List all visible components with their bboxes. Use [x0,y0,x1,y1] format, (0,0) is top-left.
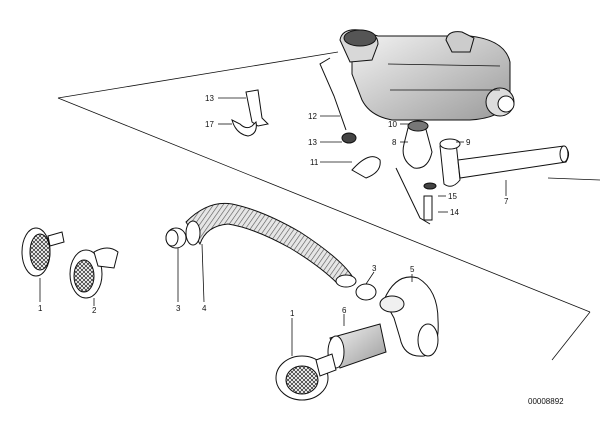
callout-3-right: 3 [372,264,377,273]
leader-lines [39,97,507,356]
callout-10: 10 [388,120,397,129]
callout-13-top: 13 [205,94,214,103]
heater-housing [339,29,515,121]
callout-17: 17 [205,120,214,129]
callout-12: 12 [308,112,317,121]
reference-number: 00008892 [528,397,564,406]
vent-left [21,227,65,277]
assembly-frame [57,51,600,361]
callout-5: 5 [410,265,415,274]
callout-1-left: 1 [38,304,43,313]
callout-6: 6 [342,306,347,315]
callout-1-bottom: 1 [290,309,295,318]
callout-13-mid: 13 [308,138,317,147]
callout-3-left: 3 [176,304,181,313]
vent-bottom [275,353,337,401]
callout-8: 8 [392,138,397,147]
callout-labels: 1 1 2 2 3 3 4 5 6 7 8 9 10 11 12 13 13 1… [38,94,509,318]
callout-11: 11 [310,158,319,167]
callout-14: 14 [450,208,459,217]
callout-7: 7 [504,197,509,206]
vent-left-2 [69,247,119,299]
callout-9: 9 [466,138,471,147]
callout-15: 15 [448,192,457,201]
callout-2-left: 2 [92,306,97,315]
corrugated-hose [185,202,357,288]
callout-4: 4 [202,304,207,313]
